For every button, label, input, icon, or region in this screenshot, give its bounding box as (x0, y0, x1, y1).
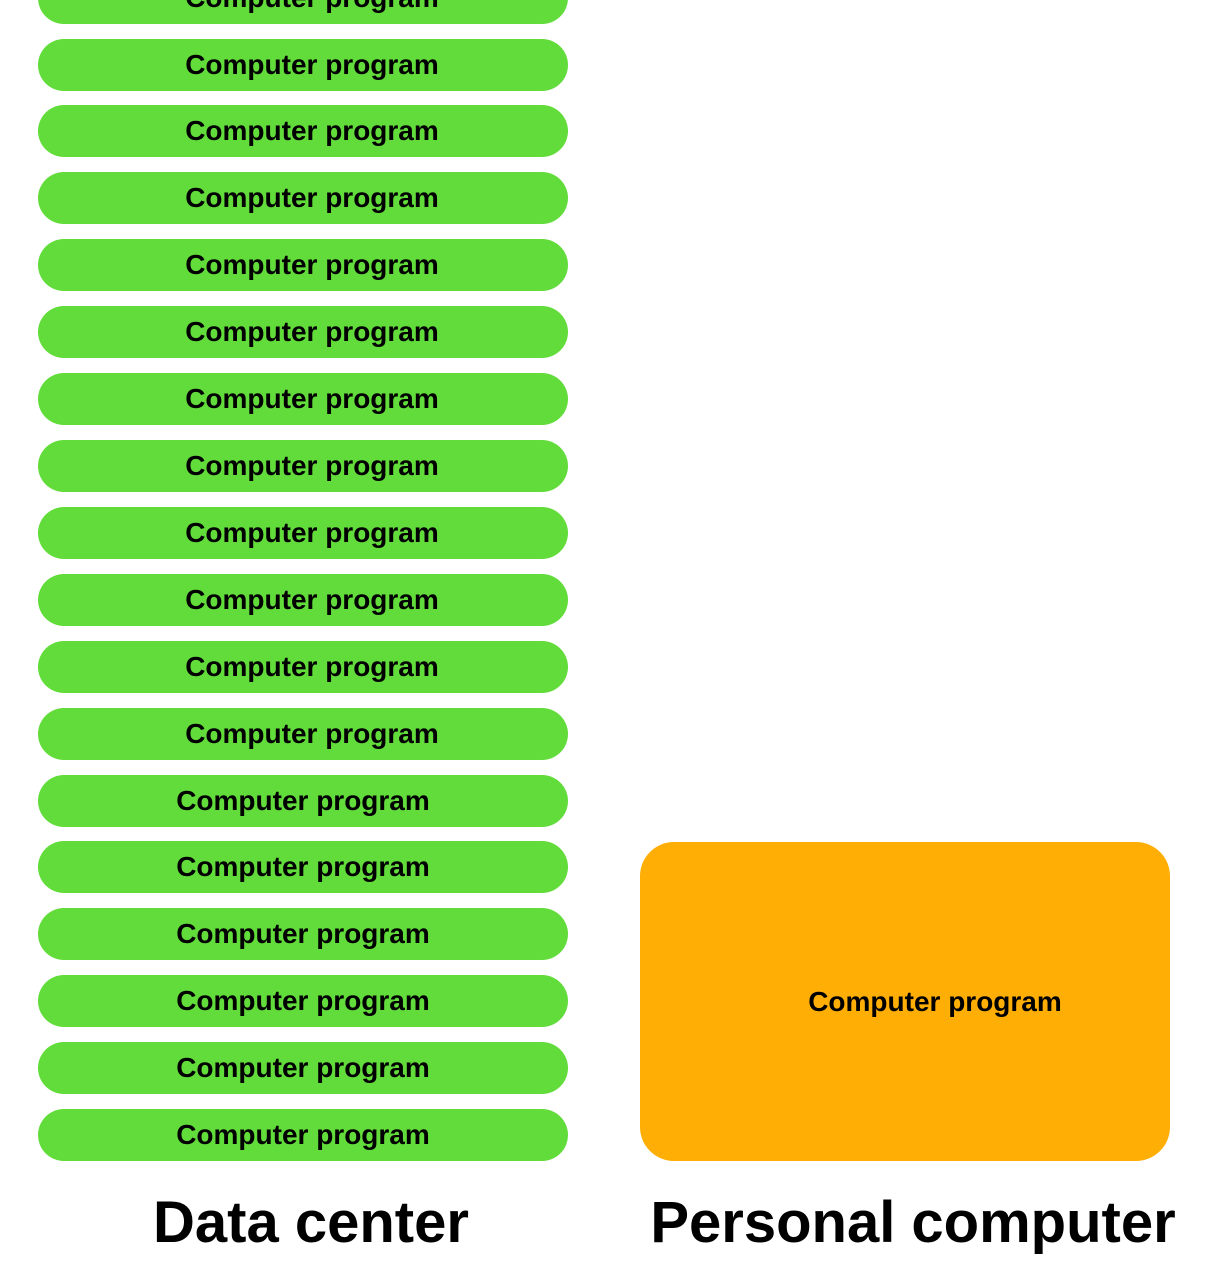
program-pill-label: Computer program (185, 651, 439, 682)
personal-computer-caption: Personal computer (650, 1190, 1176, 1255)
program-pill: Computer program (38, 239, 568, 291)
program-pill-label: Computer program (185, 0, 439, 12)
program-pill-label: Computer program (176, 1052, 430, 1083)
program-pill-label: Computer program (185, 718, 439, 749)
program-pill-label: Computer program (185, 316, 439, 347)
program-pill: Computer program (38, 708, 568, 760)
program-pill: Computer program (38, 975, 568, 1027)
program-pill-label: Computer program (185, 249, 439, 280)
program-pill: Computer program (38, 172, 568, 224)
program-pill: Computer program (38, 841, 568, 893)
program-pill: Computer program (38, 105, 568, 157)
program-pill: Computer program (38, 775, 568, 827)
program-pill: Computer program (38, 1109, 568, 1161)
program-pill-label: Computer program (185, 49, 439, 80)
program-pill: Computer program (38, 440, 568, 492)
program-pill: Computer program (38, 306, 568, 358)
program-pill: Computer program (38, 373, 568, 425)
program-pill-label: Computer program (185, 182, 439, 213)
program-pill: Computer program (38, 1042, 568, 1094)
personal-computer-box: Computer program (640, 842, 1170, 1161)
program-pill-label: Computer program (185, 115, 439, 146)
program-pill-label: Computer program (185, 517, 439, 548)
program-pill-label: Computer program (176, 985, 430, 1016)
program-pill-label: Computer program (176, 1119, 430, 1150)
program-pill: Computer program (38, 641, 568, 693)
program-pill-label: Computer program (176, 918, 430, 949)
data-center-caption: Data center (153, 1190, 469, 1255)
pc-program-label: Computer program (808, 985, 1062, 1017)
program-pill-label: Computer program (185, 450, 439, 481)
program-pill: Computer program (38, 574, 568, 626)
program-pill: Computer program (38, 0, 568, 24)
program-pill: Computer program (38, 39, 568, 91)
program-pill: Computer program (38, 908, 568, 960)
program-pill-label: Computer program (185, 584, 439, 615)
program-pill-label: Computer program (185, 383, 439, 414)
program-pill: Computer program (38, 507, 568, 559)
program-pill-label: Computer program (176, 785, 430, 816)
program-pill-label: Computer program (176, 851, 430, 882)
